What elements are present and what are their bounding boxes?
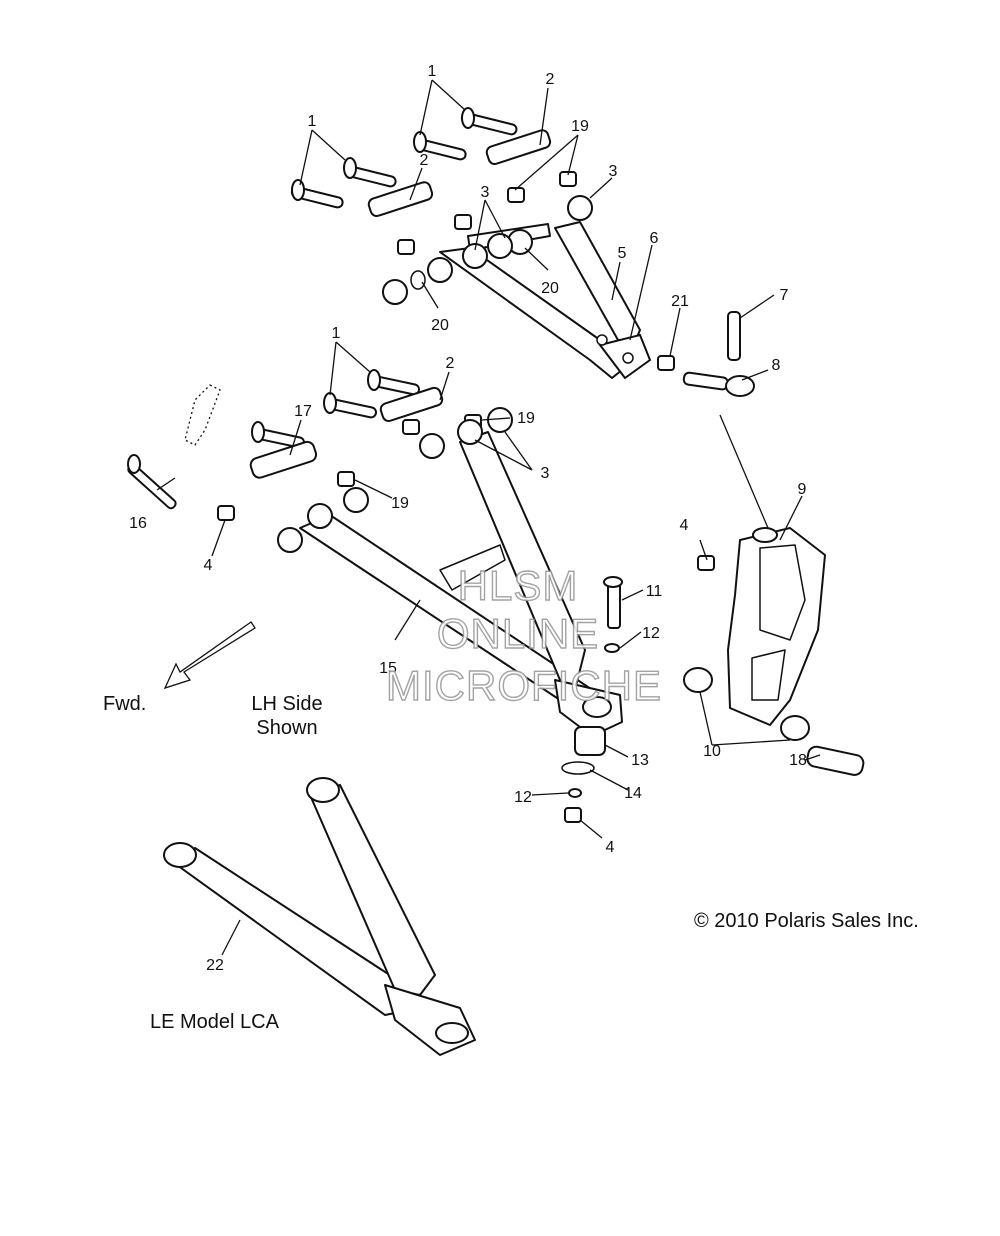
forward-label: Fwd.: [103, 693, 146, 715]
watermark-line-2: ONLINE: [437, 610, 599, 657]
callout-4-a: 4: [204, 557, 213, 574]
shown-label: Shown: [256, 717, 317, 739]
callout-7: 7: [780, 287, 789, 304]
forward-arrow: [163, 621, 256, 690]
callout-9: 9: [798, 481, 807, 498]
lower-bolts: [127, 369, 421, 510]
callout-12-a: 12: [642, 625, 660, 642]
callout-8: 8: [772, 357, 781, 374]
upper-plates: [367, 129, 552, 217]
diagram-labels: Fwd. LH Side Shown LE Model LCA © 2010 P…: [103, 693, 919, 1033]
callout-5: 5: [618, 245, 627, 262]
upper-a-arm: [439, 221, 651, 379]
callout-2-b: 2: [420, 152, 429, 169]
spindle: [727, 527, 826, 726]
dotted-bracket: [184, 384, 221, 446]
callout-16: 16: [129, 515, 147, 532]
callout-3-b: 3: [481, 184, 490, 201]
callout-21: 21: [671, 293, 689, 310]
lower-plates: [249, 386, 444, 479]
upper-nuts-bushings: [382, 171, 675, 371]
callout-12-b: 12: [514, 789, 532, 806]
callout-11: 11: [646, 583, 663, 600]
le-model-lca: [163, 777, 476, 1056]
callout-19-a: 19: [571, 118, 589, 135]
lh-side-label: LH Side: [251, 693, 322, 715]
callout-15: 15: [379, 660, 397, 677]
callout-1-c: 1: [332, 325, 341, 342]
callout-numbers: 1 2 19 3 1 2 3 5 6 20 20 21 7 8 9 1 2 19…: [129, 63, 807, 974]
callout-22: 22: [206, 957, 224, 974]
callout-17: 17: [294, 403, 312, 420]
callout-20-b: 20: [431, 317, 449, 334]
callout-1-b: 1: [308, 113, 317, 130]
callout-6: 6: [650, 230, 659, 247]
lower-nuts-bushings: [217, 407, 513, 553]
callout-13: 13: [631, 752, 649, 769]
leader-lines: [156, 79, 821, 956]
callout-4-c: 4: [606, 839, 615, 856]
callout-2-a: 2: [546, 71, 555, 88]
callout-14: 14: [624, 785, 642, 802]
tie-rod-end: [682, 311, 755, 397]
callout-10: 10: [703, 743, 721, 760]
watermark-line-3: MICROFICHE: [386, 662, 662, 709]
callout-19-c: 19: [391, 495, 409, 512]
callout-3-c: 3: [541, 465, 550, 482]
callout-1-a: 1: [428, 63, 437, 80]
callout-4-b: 4: [680, 517, 689, 534]
callout-20-a: 20: [541, 280, 559, 297]
callout-18: 18: [789, 752, 807, 769]
lower-a-arm: [299, 431, 623, 737]
copyright-text: © 2010 Polaris Sales Inc.: [694, 910, 919, 932]
le-model-label: LE Model LCA: [150, 1011, 280, 1033]
watermark: HLSM ONLINE MICROFICHE: [385, 561, 662, 709]
callout-19-b: 19: [517, 410, 535, 427]
spindle-hardware: [561, 555, 865, 823]
callout-3-a: 3: [609, 163, 618, 180]
watermark-line-1: HLSM: [458, 562, 579, 609]
callout-2-c: 2: [446, 355, 455, 372]
